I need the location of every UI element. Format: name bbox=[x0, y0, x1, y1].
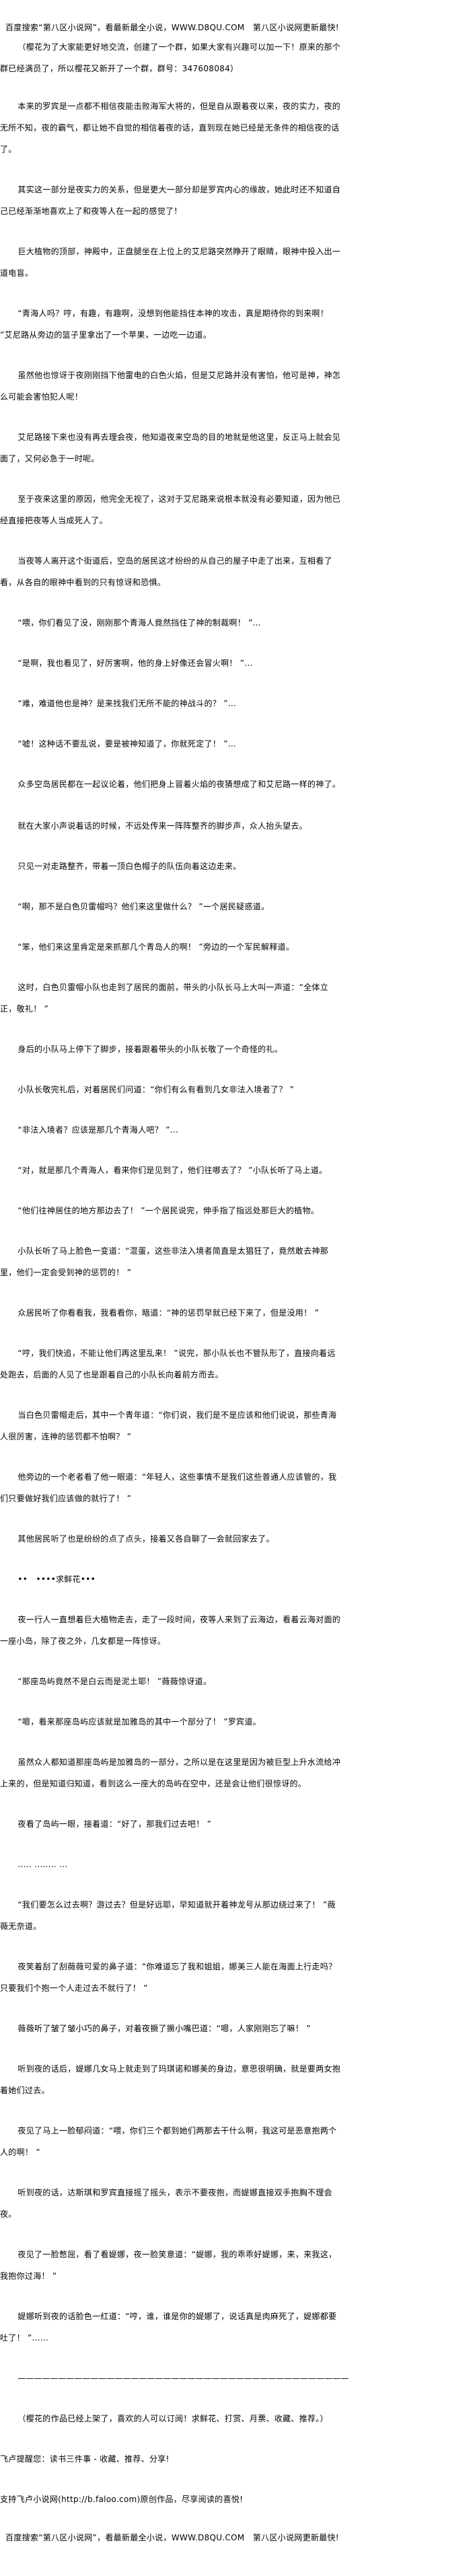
paragraph: 其实这一部分是夜实力的关系，但是更大一部分却是罗宾内心的缘故，她此时还不知道自己… bbox=[0, 185, 341, 216]
paragraph: 众多空岛居民都在一起议论着，他们把身上冒着火焰的夜猜想成了和艾尼路一样的神了。 bbox=[17, 780, 341, 789]
dialogue-line: “笨，他们来这里肯定是来抓那几个青岛人的啊！ ”旁边的一个军民解释道。 bbox=[17, 942, 295, 952]
group-notice: （樱花为了大家能更好地交流，创建了一个群，如果大家有兴趣可以加一下！原来的那个群… bbox=[0, 42, 341, 73]
paragraph: 其他居民听了也是纷纷的点了点头，接着又各自聊了一会就回家去了。 bbox=[17, 1534, 275, 1544]
paragraph: 夜看了岛屿一眼，接着道：“好了，那我们过去吧！ ” bbox=[17, 1819, 212, 1829]
ellipsis-divider: ..... ........ ... bbox=[17, 1860, 68, 1869]
site-ad-header: 百度搜索“第八区小说网”，看最新最全小说，WWW.D8QU.COM 第八区小说网… bbox=[5, 23, 339, 32]
reading-reminder: 飞卢提醒您：读书三件事 - 收藏、推荐、分享! bbox=[0, 2454, 170, 2464]
paragraph: 夜笑着刮了刮薇薇可爱的鼻子道：“你难道忘了我和姐姐，娜美三人能在海面上行走吗？只… bbox=[0, 1962, 337, 1993]
dash-separator: ————————————————————————————————————————… bbox=[17, 2374, 349, 2383]
paragraph: 小队长听了马上脸色一变道：“混蛋，这些非法入境者简直是太猖狂了，竟然敢去神那里，… bbox=[0, 1246, 329, 1277]
paragraph: 巨大植物的顶部，神殿中，正盘腿坐在上位上的艾尼路突然睁开了眼睛，眼神中投入出一道… bbox=[0, 247, 341, 278]
dialogue-line: “那座岛屿竟然不是白云而是泥土耶！ ”薇薇惊讶道。 bbox=[17, 1677, 212, 1686]
dialogue-line: “嘘！这种话不要乱说，要是被神知道了，你就死定了！ ”... bbox=[17, 739, 237, 749]
paragraph: 夜见了一脸憋屈，看了看媞娜，夜一脸笑意道：“媞娜，我的乖乖好媞娜，来，来我这，我… bbox=[0, 2250, 337, 2281]
dialogue-line: “啊，那不是白色贝雷帽吗？他们来这里做什么？ ”一个居民疑惑道。 bbox=[17, 902, 270, 911]
flower-request-divider: •• ••••求鲜花••• bbox=[17, 1575, 96, 1584]
paragraph: 薇薇听了皱了皱小巧的鼻子，对着夜撅了撅小嘴巴道：“嗯，人家刚刚忘了嘛！ ” bbox=[17, 2024, 311, 2033]
paragraph: 只见一对走路整齐，带着一顶白色帽子的队伍向着这边走来。 bbox=[17, 862, 242, 871]
paragraph: 众居民听了你看看我，我看看你，暗道：“神的惩罚早就已经下来了，但是没用！ ” bbox=[17, 1308, 320, 1318]
paragraph: 虽然众人都知道那座岛屿是加雅岛的一部分，之所以是在这里是因为被巨型上升水流给冲上… bbox=[0, 1757, 341, 1788]
paragraph: 艾尼路接下来也没有再去理会夜，他知道夜来空岛的目的地就是他这里，反正马上就会见面… bbox=[0, 432, 341, 463]
paragraph: 虽然他也惊讶于夜刚刚挡下他雷电的白色火焰，但是艾尼路并没有害怕，他可是神，神怎么… bbox=[0, 371, 341, 402]
dialogue-line: “我们要怎么过去啊？游过去？但是好远耶，早知道就开着神龙号从那边绕过来了！ ”薇… bbox=[0, 1900, 336, 1931]
paragraph: 就在大家小声说着话的时候，不远处传来一阵阵整齐的脚步声，众人抬头望去。 bbox=[17, 821, 307, 831]
dialogue-line: “难，难道他也是神？是来找我们无所不能的神战斗的？ ”... bbox=[17, 699, 237, 708]
chapter-page: 百度搜索“第八区小说网”，看最新最全小说，WWW.D8QU.COM 第八区小说网… bbox=[0, 19, 349, 2546]
paragraph: “青海人吗？哼，有趣，有趣啊，没想到他能挡住本神的攻击，真是期待你的到来啊！ ”… bbox=[0, 309, 329, 340]
support-notice: 支持飞卢小说网(http://b.faloo.com)原创作品，尽享阅读的喜悦! bbox=[0, 2495, 244, 2504]
dialogue-line: “嗯，看来那座岛屿应该就是加雅岛的其中一个部分了！ ”罗宾道。 bbox=[17, 1717, 261, 1727]
paragraph: 当白色贝雷帽走后，其中一个青年道：“你们说，我们是不是应该和他们说说，那些青海人… bbox=[0, 1410, 337, 1441]
author-note: （樱花的作品已经上架了，喜欢的人可以订阅！求鲜花、打赏、月票、收藏、推荐。） bbox=[17, 2414, 328, 2423]
paragraph: 小队长敬完礼后，对着居民们问道：“你们有么有看到几女非法入境者了？ ” bbox=[17, 1085, 295, 1094]
dialogue-line: “他们往神居住的地方那边去了！ ”一个居民说完，伸手指了指远处那巨大的植物。 bbox=[17, 1206, 320, 1215]
paragraph: 当夜等人离开这个街道后，空岛的居民这才纷纷的从自己的屋子中走了出来，互相看了看，… bbox=[0, 556, 332, 587]
paragraph: 夜一行人一直想着巨大植物走去，走了一段时间，夜等人来到了云海边，看着云海对面的一… bbox=[0, 1615, 341, 1646]
paragraph: 夜见了马上一脸郁闷道：“喂，你们三个都到她们两那去干什么啊，我这可是恶意抱两个人… bbox=[0, 2126, 337, 2157]
paragraph: 身后的小队马上停下了脚步，接着跟着带头的小队长敬了一个奇怪的礼。 bbox=[17, 1045, 283, 1054]
paragraph: 这时，白色贝雷帽小队也走到了居民的面前，带头的小队长马上大叫一声道：“全体立正，… bbox=[0, 983, 329, 1014]
paragraph: 听到夜的话，达斯琪和罗宾直接摇了摇头，表示不要夜抱，而媞娜直接双手抱胸不理会夜。 bbox=[0, 2188, 332, 2219]
dialogue-line: “是啊，我也看见了，好厉害啊，他的身上好像还会冒火啊！ ”... bbox=[17, 658, 253, 668]
dialogue-line: “非法入境者？应该是那几个青海人吧？ ”... bbox=[17, 1125, 178, 1135]
site-ad-footer: 百度搜索“第八区小说网”，看最新最全小说，WWW.D8QU.COM 第八区小说网… bbox=[5, 2533, 339, 2542]
dialogue-line: “对，就是那几个青海人，看来你们是见到了，他们往哪去了？ ”小队长听了马上道。 bbox=[17, 1166, 328, 1175]
paragraph: 媞娜听到夜的话脸色一红道：“哼，谁，谁是你的媞娜了，说话真是肉麻死了，媞娜都要吐… bbox=[0, 2312, 337, 2343]
dialogue-line: “喂，你们看见了没，刚刚那个青海人竟然挡住了神的制裁啊！ ”... bbox=[17, 618, 261, 628]
paragraph: 听到夜的话后，媞娜几女马上就走到了玛琪诺和娜美的身边，意思很明确，就是要两女抱着… bbox=[0, 2064, 341, 2095]
paragraph: 本来的罗宾是一点都不相信夜能击败海军大将的，但是自从跟着夜以来，夜的实力，夜的无… bbox=[0, 102, 341, 154]
paragraph: 他旁边的一个老者看了他一眼道：“年轻人，这些事情不是我们这些普通人应该管的，我们… bbox=[0, 1472, 337, 1503]
paragraph: 至于夜来这里的原因，他完全无视了，这对于艾尼路来说根本就没有必要知道，因为他已经… bbox=[0, 494, 341, 525]
dialogue-line: “哼，我们快追，不能让他们再这里乱来！ ”说完，那小队长也不管队形了，直接向着远… bbox=[0, 1349, 336, 1379]
